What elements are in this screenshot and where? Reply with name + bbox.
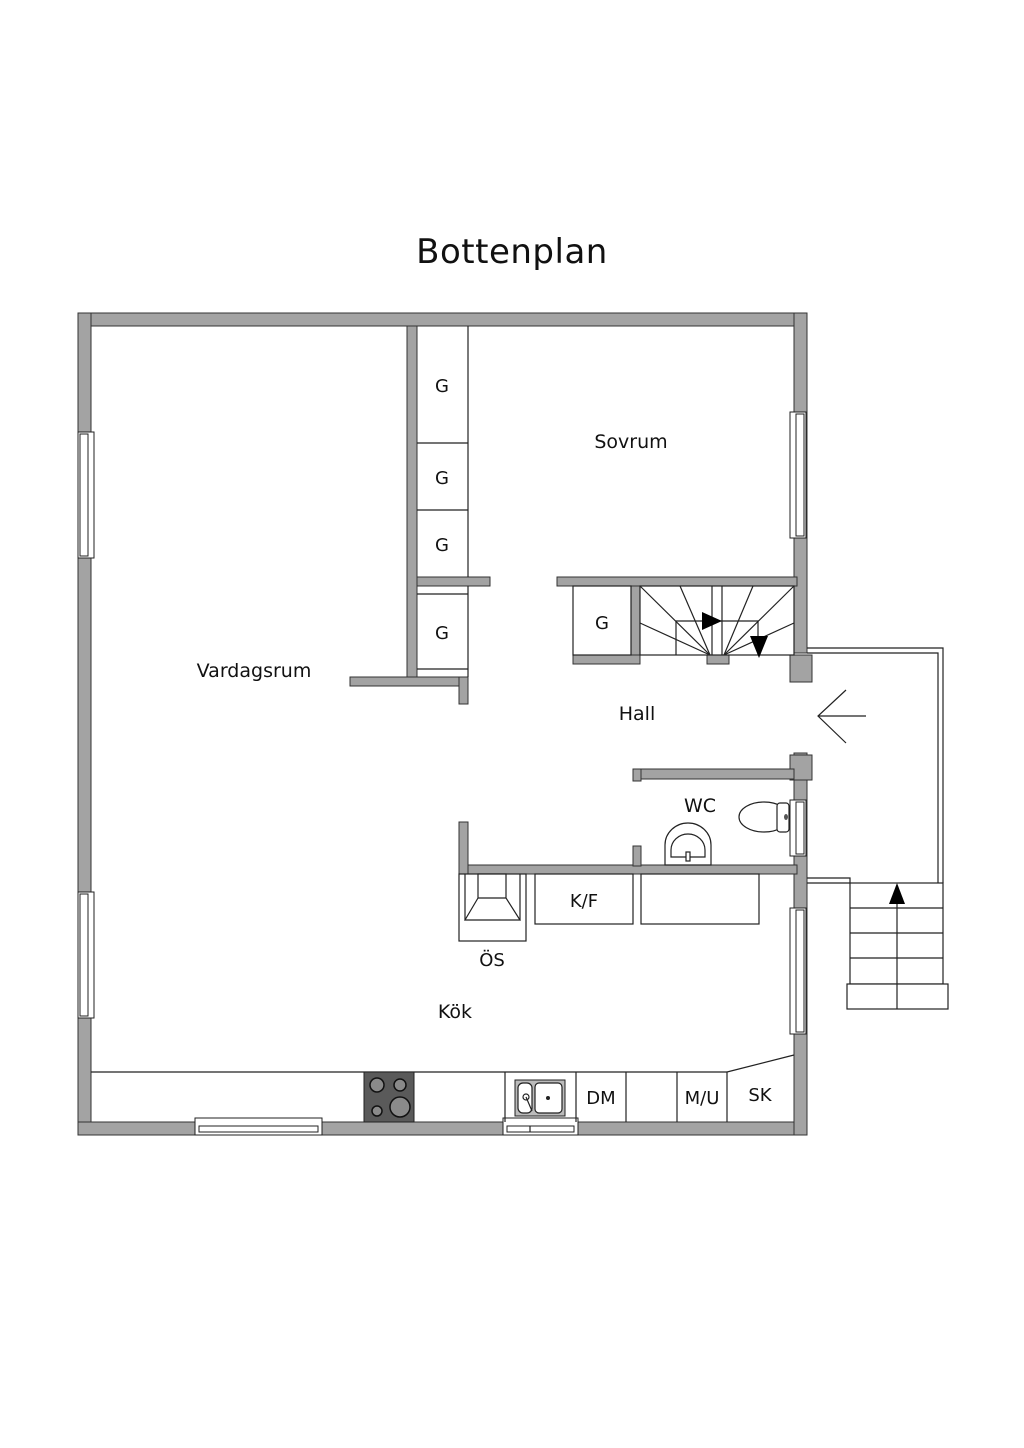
steps-arrow-up-icon bbox=[889, 883, 905, 904]
stove-icon bbox=[363, 1071, 415, 1123]
plan-title: Bottenplan bbox=[416, 232, 608, 272]
window-kok-bottom-left bbox=[194, 1117, 323, 1136]
room-label-sovrum: Sovrum bbox=[594, 431, 667, 453]
closet-label: G bbox=[435, 376, 449, 397]
room-label-kok: Kök bbox=[438, 1001, 472, 1023]
windows bbox=[77, 411, 807, 1136]
fridge-freezer bbox=[534, 873, 634, 925]
dishwasher-label: DM bbox=[586, 1088, 615, 1109]
fireplace-icon bbox=[458, 873, 527, 942]
closets bbox=[417, 326, 632, 677]
closet-label: G bbox=[595, 613, 609, 634]
window-kok-right bbox=[789, 907, 807, 1035]
room-label-hall: Hall bbox=[619, 703, 656, 725]
fireplace-label: ÖS bbox=[479, 949, 505, 971]
window-left-upper bbox=[77, 431, 95, 559]
fridge-freezer-label: K/F bbox=[570, 891, 598, 912]
room-labels: Vardagsrum Sovrum Hall WC Kök G G G G G … bbox=[197, 376, 773, 1109]
closet-label: G bbox=[435, 623, 449, 644]
entrance-arrow-icon bbox=[817, 689, 866, 744]
microwave-label: M/U bbox=[685, 1088, 720, 1109]
closet-label: G bbox=[435, 468, 449, 489]
interior-walls bbox=[349, 325, 798, 875]
window-wc bbox=[789, 799, 807, 857]
entrance-porch bbox=[807, 647, 949, 1010]
counter-wc-side bbox=[640, 873, 760, 925]
stair-arrow-down-icon bbox=[750, 636, 768, 658]
sink-kitchen-icon bbox=[514, 1079, 566, 1117]
room-label-wc: WC bbox=[684, 795, 716, 817]
closet-label: G bbox=[435, 535, 449, 556]
staircase bbox=[639, 585, 795, 658]
cabinet-label: SK bbox=[748, 1085, 772, 1106]
window-kok-bottom-sink bbox=[502, 1117, 579, 1136]
kitchen-fixtures bbox=[91, 873, 795, 1123]
sink-wc-icon bbox=[664, 822, 712, 866]
room-label-vardagsrum: Vardagsrum bbox=[197, 660, 312, 682]
stair-arrow-right-icon bbox=[702, 612, 722, 630]
window-left-lower bbox=[77, 891, 95, 1019]
window-sovrum bbox=[789, 411, 807, 539]
wc-fixtures bbox=[664, 801, 790, 866]
toilet-icon bbox=[738, 801, 790, 833]
